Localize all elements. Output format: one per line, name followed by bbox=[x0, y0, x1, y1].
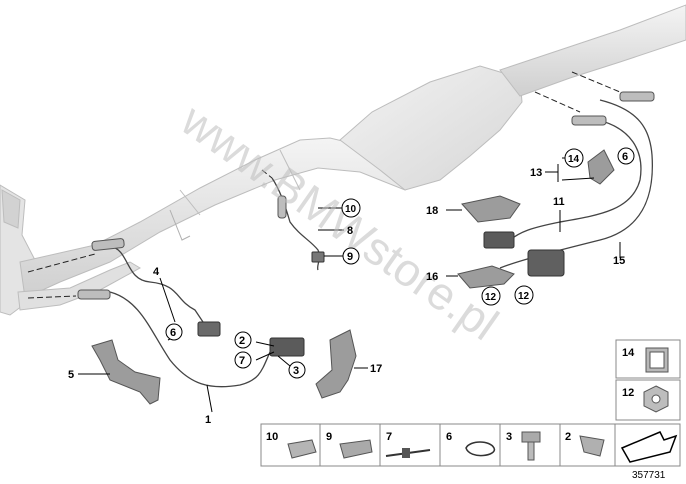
dash-leader bbox=[27, 253, 96, 273]
circle-2 bbox=[234, 331, 252, 349]
dash-leaders bbox=[27, 71, 621, 299]
sensor-cable-1 bbox=[109, 291, 271, 388]
legend-label-10: 10 bbox=[266, 431, 278, 443]
callout-3: 3 bbox=[293, 365, 299, 377]
legend-label-12: 12 bbox=[622, 387, 634, 399]
callout-11: 11 bbox=[553, 196, 565, 208]
callout-12b: 12 bbox=[518, 291, 530, 302]
spring-nut-icon bbox=[579, 435, 605, 457]
leader-line bbox=[561, 177, 595, 181]
oxygen-sensor-front-upper bbox=[91, 238, 125, 251]
oxygen-sensor-middle bbox=[277, 195, 287, 219]
callout-18: 18 bbox=[426, 205, 438, 217]
legend-label-3: 3 bbox=[506, 431, 512, 443]
circled-callout-labels: 6 2 7 3 10 9 12 12 14 6 bbox=[170, 151, 628, 377]
legend-row-frame bbox=[260, 423, 681, 467]
catalytic-converter bbox=[339, 65, 523, 191]
sensor-cable-11 bbox=[509, 119, 642, 241]
callout-7: 7 bbox=[239, 355, 245, 367]
cable-holder-icon bbox=[287, 439, 317, 459]
sensor-cable-4 bbox=[109, 245, 206, 326]
rear-pipe bbox=[499, 4, 686, 97]
circle-12b bbox=[514, 285, 534, 305]
heat-shield-rib bbox=[179, 189, 201, 216]
bracket-18 bbox=[461, 195, 521, 223]
legend-bottom: 10 9 7 6 3 2 bbox=[260, 423, 681, 467]
cable-strap-icon bbox=[465, 441, 495, 457]
circle-10 bbox=[341, 198, 361, 218]
callout-9: 9 bbox=[347, 251, 353, 263]
connectors bbox=[197, 231, 565, 357]
callout-16: 16 bbox=[426, 271, 438, 283]
callout-17: 17 bbox=[370, 363, 382, 375]
leader-line bbox=[255, 351, 275, 361]
circle-7 bbox=[234, 351, 252, 369]
bracket-16 bbox=[457, 265, 515, 289]
connector-7 bbox=[269, 337, 305, 357]
oxygen-sensor-rear-lower bbox=[571, 115, 607, 126]
circle-14 bbox=[564, 148, 584, 168]
bracket-5 bbox=[91, 339, 161, 405]
bracket-13 bbox=[587, 149, 615, 185]
callout-4: 4 bbox=[153, 266, 160, 278]
pipe-bracket bbox=[169, 209, 191, 241]
manifold-flange bbox=[1, 189, 21, 229]
bracket-17 bbox=[315, 329, 357, 399]
oxygen-sensor-rear-upper bbox=[619, 91, 655, 102]
callout-14: 14 bbox=[568, 154, 580, 165]
leader-line bbox=[206, 384, 213, 413]
legend-label-7: 7 bbox=[386, 431, 392, 443]
connector-9 bbox=[311, 251, 325, 263]
legend-right: 14 12 bbox=[615, 339, 681, 421]
cable-tie-head-icon bbox=[402, 448, 410, 458]
heat-shield-rib bbox=[279, 149, 301, 191]
callout-2: 2 bbox=[239, 335, 245, 347]
hex-bolt-shaft-icon bbox=[527, 441, 535, 461]
legend-label-9: 9 bbox=[326, 431, 332, 443]
callout-10: 10 bbox=[345, 204, 357, 215]
connector-11 bbox=[483, 231, 515, 249]
circled-callouts bbox=[165, 147, 635, 379]
cable-clip-icon bbox=[339, 439, 373, 459]
legend-label-14: 14 bbox=[622, 347, 635, 359]
dash-leader bbox=[261, 169, 273, 179]
callout-6a: 6 bbox=[170, 327, 176, 339]
hex-bolt-head-icon bbox=[521, 431, 541, 443]
reference-number: 357731 bbox=[632, 470, 666, 481]
clip-nut-icon bbox=[645, 347, 669, 373]
circle-12a bbox=[481, 286, 501, 306]
circle-3 bbox=[288, 361, 306, 379]
callout-13: 13 bbox=[530, 167, 542, 179]
callout-5: 5 bbox=[68, 369, 74, 381]
oxygen-sensors bbox=[77, 91, 655, 300]
oxygen-sensor-front-lower bbox=[77, 289, 111, 300]
callout-8: 8 bbox=[347, 225, 353, 237]
lower-pipe bbox=[17, 261, 142, 311]
leader-line bbox=[255, 341, 275, 347]
flange-nut-hole bbox=[651, 394, 661, 404]
connector-12 bbox=[527, 249, 565, 277]
direction-arrow-icon bbox=[620, 431, 678, 463]
leader-line bbox=[159, 277, 176, 323]
dash-leader bbox=[534, 91, 581, 113]
callout-15: 15 bbox=[613, 255, 625, 267]
circle-6b bbox=[617, 147, 635, 165]
connector-4 bbox=[197, 321, 221, 337]
leader-line bbox=[277, 355, 291, 367]
legend-label-2: 2 bbox=[565, 431, 571, 443]
callout-1: 1 bbox=[205, 414, 211, 426]
callout-12a: 12 bbox=[485, 292, 497, 303]
legend-label-6: 6 bbox=[446, 431, 452, 443]
callout-6b: 6 bbox=[622, 151, 628, 163]
plain-callouts: 4 5 1 8 17 18 16 11 15 13 bbox=[68, 167, 625, 426]
exhaust-system bbox=[0, 4, 686, 316]
circle-6a bbox=[165, 323, 183, 341]
brackets bbox=[91, 149, 615, 405]
circle-9 bbox=[342, 247, 360, 265]
dash-leader bbox=[27, 295, 77, 299]
